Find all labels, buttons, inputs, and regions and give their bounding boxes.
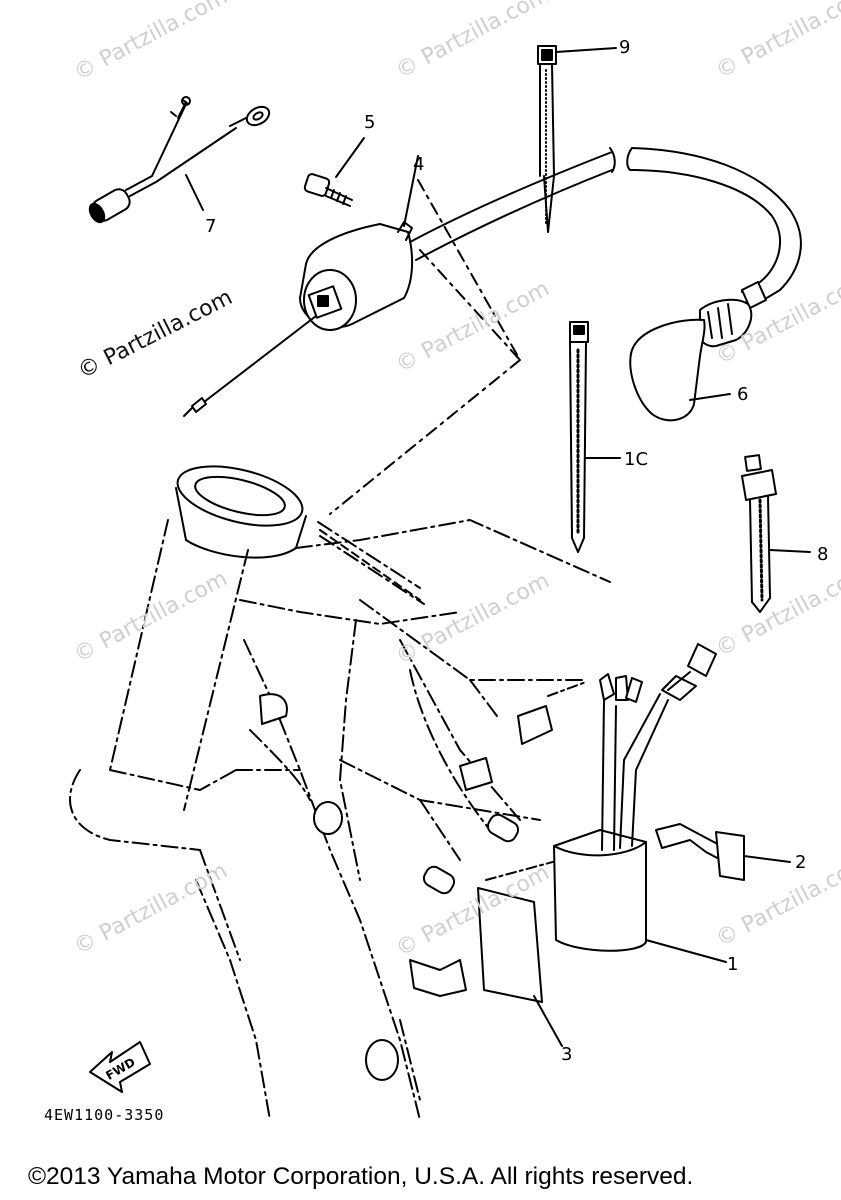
callout-7: 7: [205, 216, 217, 237]
copyright-notice: ©2013 Yamaha Motor Corporation, U.S.A. A…: [28, 1163, 694, 1190]
frame-outline: [69, 179, 611, 1121]
part-6-spark-plug-cap: [629, 281, 767, 422]
callout-6: 6: [737, 384, 749, 405]
callout-2: 2: [795, 852, 807, 873]
callout-5: 5: [364, 112, 376, 133]
part-10-cable-tie-long: [569, 321, 621, 553]
diagram-code: 4EW1100-3350: [44, 1106, 165, 1124]
callout-8: 8: [817, 544, 829, 565]
callout-1: 1: [727, 954, 739, 975]
part-2-bracket: [655, 823, 791, 881]
part-8-band: [741, 454, 811, 613]
fwd-arrow-icon: FWD: [89, 1041, 151, 1093]
callout-4: 4: [413, 154, 425, 175]
callout-10: 1C: [624, 449, 649, 470]
part-1-cdi-unit: [553, 643, 727, 963]
part-5-bolt: [303, 137, 365, 207]
part-4-ignition-coil: [183, 147, 802, 417]
callout-3: 3: [561, 1044, 573, 1065]
part-9-cable-tie-short: [537, 45, 617, 233]
callout-9: 9: [619, 37, 631, 58]
part-7-wire-lead: [88, 96, 271, 224]
part-3-pad: [477, 887, 563, 1047]
